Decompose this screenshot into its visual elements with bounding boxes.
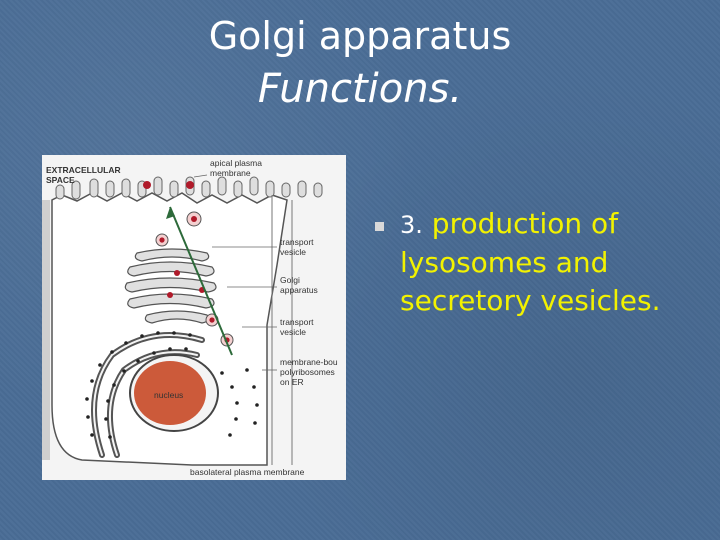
microvilli [55,176,323,200]
golgi-diagram: EXTRACELLULAR SPACE apical plasma membra… [42,155,346,480]
label-transport-1a: transport [280,237,314,247]
label-golgi-a: Golgi [280,275,300,285]
label-apical-2: membrane [210,168,251,178]
ribosomes [85,331,259,439]
bullet-marker [375,222,384,231]
bullet-number: 3. [400,211,423,239]
label-membrane-b: polyribosomes [280,367,335,377]
slide-subtitle: Functions. [257,66,463,112]
bullet-text-block: 3. production of lysosomes and secretory… [400,205,710,320]
transport-arrow [166,206,233,356]
label-basolateral: basolateral plasma membrane [190,467,305,477]
golgi-diagram-svg: EXTRACELLULAR SPACE apical plasma membra… [42,158,346,477]
label-nucleus: nucleus [154,390,183,400]
golgi-stacks [124,248,217,324]
label-membrane-a: membrane-bou [280,357,338,367]
label-membrane-c: on ER [280,377,304,387]
label-extracellular: EXTRACELLULAR [46,165,121,175]
vesicles [143,181,234,347]
label-golgi-b: apparatus [280,285,318,295]
label-space: SPACE [46,175,75,185]
label-apical-1: apical plasma [210,158,262,168]
label-transport-2a: transport [280,317,314,327]
slide-title: Golgi apparatus [208,14,512,58]
label-transport-1b: vesicle [280,247,306,257]
bullet-text: production of lysosomes and secretory ve… [400,207,661,317]
label-transport-2b: vesicle [280,327,306,337]
nucleus [129,354,219,432]
